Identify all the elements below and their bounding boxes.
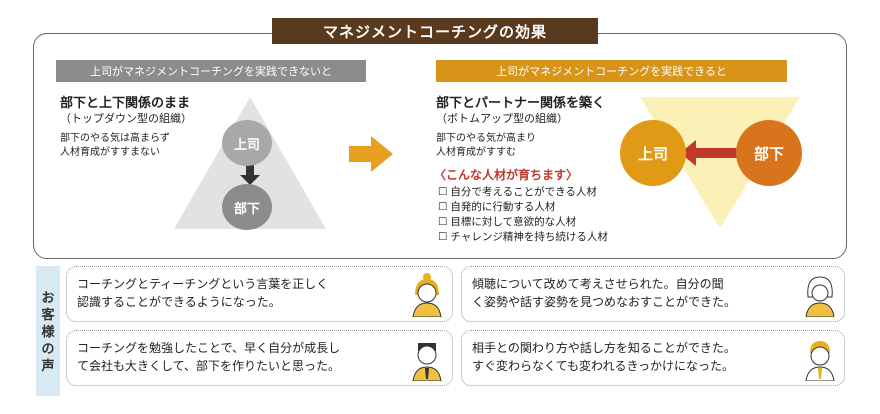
- voice-card-text: コーチングとティーチングという言葉を正しく 認識することができるようになった。: [77, 275, 328, 311]
- man-avatar-icon: [805, 341, 835, 381]
- left-desc-line-2: 人材育成がすすまない: [60, 147, 160, 158]
- right-subheading: （ボトムアップ型の組織）: [436, 112, 568, 125]
- page-title: マネジメントコーチングの効果: [272, 18, 598, 44]
- voice-card-4: 相手との関わり方や話し方を知ることができた。 すぐ変わらなくても変われるきっかけ…: [461, 330, 845, 386]
- left-header: 上司がマネジメントコーチングを実践できないと: [56, 60, 366, 82]
- voice-card-3: コーチングを勉強したことで、早く自分が成長し て会社も大きくして、部下を作りたい…: [66, 330, 453, 386]
- left-desc-line-1: 部下のやる気は高まらず: [60, 133, 170, 144]
- left-bottom-circle: 部下: [222, 184, 272, 230]
- arrow-down-icon: [240, 175, 260, 185]
- right-desc-line-1: 部下のやる気が高まり: [436, 133, 536, 144]
- right-header: 上司がマネジメントコーチングを実践できると: [436, 60, 787, 82]
- list-item: 目標に対して意欲的な人材: [438, 215, 608, 230]
- voice-card-2: 傾聴について改めて考えさせられた。自分の聞 く姿勢や話す姿勢を見つめなおすことが…: [461, 266, 845, 322]
- transition-arrow-icon: [349, 136, 393, 172]
- voices-label-char: 様: [41, 325, 55, 340]
- left-subheading: （トップダウン型の組織）: [60, 112, 192, 125]
- voice-line: すぐ変わらなくても変われるきっかけになった。: [472, 359, 734, 373]
- list-item: チャレンジ精神を持ち続ける人材: [438, 230, 607, 245]
- left-heading: 部下と上下関係のまま: [60, 96, 191, 111]
- voice-line: 傾聴について改めて考えさせられた。自分の聞: [472, 277, 724, 291]
- voice-line: コーチングとティーチングという言葉を正しく: [77, 277, 329, 291]
- man-avatar-icon: [412, 343, 442, 381]
- voice-line: て会社も大きくして、部下を作りたいと思った。: [77, 359, 341, 373]
- voice-card-text: 相手との関わり方や話し方を知ることができた。 すぐ変わらなくても変われるきっかけ…: [472, 339, 736, 375]
- woman-avatar-icon: [412, 273, 442, 317]
- talent-list: 自分で考えることができる人材 自発的に行動する人材 目標に対して意欲的な人材 チ…: [438, 185, 608, 245]
- arrow-down-stem: [246, 165, 254, 177]
- voices-label-char: 声: [41, 359, 55, 374]
- voice-card-text: コーチングを勉強したことで、早く自分が成長し て会社も大きくして、部下を作りたい…: [77, 339, 340, 375]
- list-item: 自発的に行動する人材: [438, 200, 608, 215]
- voices-label: お 客 様 の 声: [38, 290, 58, 375]
- right-left-circle: 上司: [620, 120, 686, 186]
- voice-line: く姿勢や話す姿勢を見つめなおすことができた。: [472, 295, 737, 309]
- list-item: 自分で考えることができる人材: [438, 185, 608, 200]
- voices-label-char: の: [41, 342, 55, 357]
- double-arrow-icon: [680, 140, 758, 166]
- voice-card-text: 傾聴について改めて考えさせられた。自分の聞 く姿勢や話す姿勢を見つめなおすことが…: [472, 275, 736, 311]
- right-heading: 部下とパートナー関係を築く: [436, 96, 606, 111]
- voice-line: 認識することができるようになった。: [77, 295, 281, 309]
- list-title: 〈こんな人材が育ちます〉: [434, 168, 579, 182]
- voices-side-band: [36, 266, 60, 396]
- woman-avatar-icon: [805, 276, 835, 317]
- voices-label-char: 客: [41, 308, 55, 323]
- right-right-circle: 部下: [736, 120, 802, 186]
- voice-line: 相手との関わり方や話し方を知ることができた。: [472, 341, 736, 355]
- left-description: 部下のやる気は高まらず 人材育成がすすまない: [60, 132, 170, 160]
- right-description: 部下のやる気が高まり 人材育成がすすむ: [436, 132, 536, 160]
- voice-line: コーチングを勉強したことで、早く自分が成長し: [77, 341, 341, 355]
- voices-label-char: お: [41, 291, 55, 306]
- right-desc-line-2: 人材育成がすすむ: [436, 147, 516, 158]
- left-top-circle: 上司: [222, 120, 272, 166]
- voice-card-1: コーチングとティーチングという言葉を正しく 認識することができるようになった。: [66, 266, 453, 322]
